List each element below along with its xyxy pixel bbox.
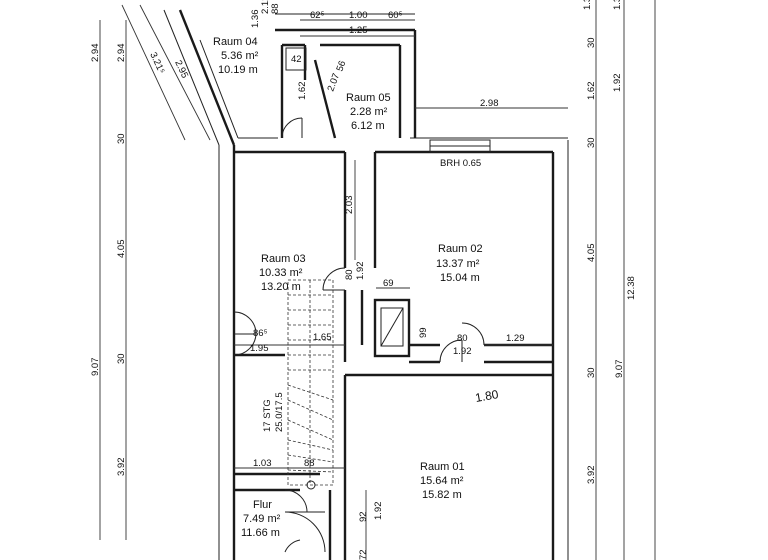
dim-text: 9.07 (614, 360, 625, 379)
room-perimeter: 11.66 m (241, 527, 280, 539)
room-perimeter: 6.12 m (351, 120, 385, 132)
dim-text: 1.3 (612, 0, 623, 10)
dim-text: 1.00 (349, 10, 368, 21)
dim-text: 92 (358, 511, 369, 522)
room-perimeter: 10.19 m (218, 64, 258, 76)
dim-text: 1.29 (506, 333, 525, 344)
dim-text: 30 (586, 367, 597, 378)
room-name: Raum 01 (420, 461, 465, 473)
brh-label: BRH 0.65 (440, 158, 481, 169)
dim-text: 1.65 (313, 332, 332, 343)
handwritten-note: 1.80 (474, 387, 500, 405)
dim-text: 2.12 (260, 0, 271, 14)
dim-text: 99 (418, 327, 429, 338)
room-raum04: Raum 04 5.36 m² 10.19 m (213, 36, 259, 76)
room-raum01: Raum 01 15.64 m² 15.82 m (420, 461, 465, 501)
dim-text: 56 (334, 59, 348, 73)
dim-text: 3.92 (586, 466, 597, 485)
dim-text: 1.92 (612, 74, 623, 93)
room-area: 7.49 m² (243, 513, 281, 525)
dim-text: 60⁵ (388, 10, 403, 21)
dim-text: 1.3 (582, 0, 593, 10)
dim-text: 30 (116, 353, 127, 364)
dim-text: 1.03 (253, 458, 272, 469)
stair-count-label: 17 STG (262, 399, 273, 432)
dim-text: 1.92 (453, 346, 472, 357)
room-name: Raum 03 (261, 253, 306, 265)
dim-text: 4.05 (586, 244, 597, 263)
dim-text: 1.62 (297, 82, 308, 101)
dim-text: 30 (116, 133, 127, 144)
dim-text: 1.92 (355, 262, 366, 281)
room-flur: Flur 7.49 m² 11.66 m (241, 499, 281, 539)
stair-ratio-label: 25.0/17.5 (274, 392, 285, 432)
dim-text: 80 (344, 269, 355, 280)
dimension-lines (99, 0, 656, 560)
dim-text: 69 (383, 278, 394, 289)
dim-text: 1.36 (250, 10, 261, 29)
dim-text: 1.25 (349, 25, 368, 36)
room-name: Raum 02 (438, 243, 483, 255)
staircase (287, 279, 334, 490)
dim-text: 3.92 (116, 458, 127, 477)
room-area: 15.64 m² (420, 475, 464, 487)
dim-text: 1.62 (586, 82, 597, 101)
room-perimeter: 15.04 m (440, 272, 480, 284)
dim-text: 62⁵ (310, 10, 325, 21)
room-name: Raum 04 (213, 36, 258, 48)
dim-text: 42 (291, 54, 302, 65)
room-name: Flur (253, 499, 272, 511)
room-raum03: Raum 03 10.33 m² 13.20 m (259, 253, 306, 293)
dim-text: 2.95 (172, 59, 190, 80)
doors (233, 117, 485, 553)
dim-text: 12.38 (626, 276, 637, 300)
room-name: Raum 05 (346, 92, 391, 104)
room-raum02: Raum 02 13.37 m² 15.04 m (436, 243, 483, 284)
dim-text: 80 (457, 333, 468, 344)
outer-walls (163, 9, 569, 560)
dim-text: 88 (304, 458, 315, 469)
dim-text: 9.07 (90, 358, 101, 377)
dim-text: 2.94 (116, 44, 127, 63)
dim-text: 2.03 (344, 196, 355, 215)
dim-text: 4.05 (116, 240, 127, 259)
room-area: 2.28 m² (350, 106, 388, 118)
vertical-dimension-texts: 1.62 2.07 56 2.03 80 1.92 99 92 1.92 72 … (90, 0, 637, 560)
dimension-texts: 62⁵ 1.00 60⁵ 1.25 42 2.98 69 80 1.92 1.2… (250, 10, 525, 469)
dim-text: 3.21⁵ (147, 51, 166, 76)
dim-text: 2.94 (90, 44, 101, 63)
room-perimeter: 13.20 m (261, 281, 301, 293)
dim-text: 72 (358, 549, 369, 560)
room-area: 5.36 m² (221, 50, 259, 62)
dim-text: 2.07 (325, 72, 342, 93)
room-raum05: Raum 05 2.28 m² 6.12 m (346, 92, 391, 132)
room-area: 10.33 m² (259, 267, 303, 279)
dim-text: 1.95 (250, 343, 269, 354)
room-area: 13.37 m² (436, 258, 480, 270)
dim-text: 86⁵ (253, 328, 268, 339)
dim-text: 88 (270, 3, 281, 14)
room-perimeter: 15.82 m (422, 489, 462, 501)
dim-text: 30 (586, 137, 597, 148)
dim-text: 1.92 (373, 502, 384, 521)
dim-text: 30 (586, 37, 597, 48)
dim-text: 2.98 (480, 98, 499, 109)
